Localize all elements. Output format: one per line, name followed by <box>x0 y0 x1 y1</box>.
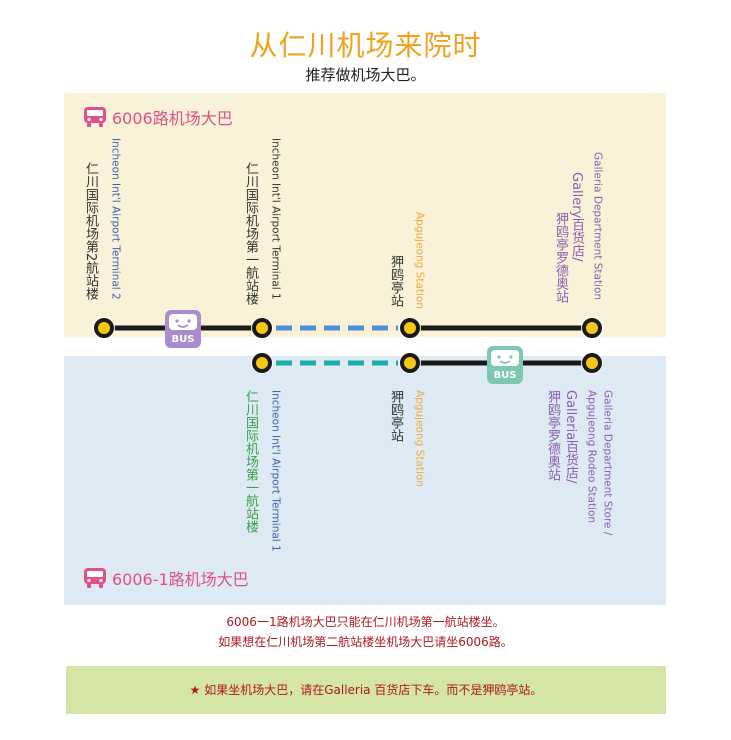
station-dot <box>581 352 603 374</box>
route-6006-1-header: 6006-1路机场大巴 <box>82 566 249 590</box>
stop-label-en: Incheon Int'l Airport Terminal 1 <box>269 138 282 300</box>
stop-label-cn: 狎鸥亭罗德奥站 <box>553 212 568 303</box>
stop-label-cn: 仁川国际机场第一航站楼 <box>243 390 258 533</box>
route-6006-1-label: 6006-1路机场大巴 <box>112 570 249 589</box>
station-dot <box>581 317 603 339</box>
stop-label-en: Incheon Int'l Airport Terminal 2 <box>109 138 122 300</box>
stop-label-cn: 狎鸥亭站 <box>388 255 403 307</box>
stop-label-cn: Gallery百货店/ <box>569 172 584 262</box>
stop-label-en: Galleria Department Store / <box>601 390 614 536</box>
station-dot <box>251 352 273 374</box>
bus-icon: BUS <box>165 310 201 348</box>
stop-label-en: Apgujeong Station <box>413 212 426 309</box>
bus-icon <box>84 568 106 588</box>
stop-label-cn: 仁川国际机场第2航站楼 <box>83 162 98 301</box>
notes: 6006一1路机场大巴只能在仁川机场第一航站楼坐。 如果想在仁川机场第二航站楼坐… <box>0 612 731 652</box>
note-line: 如果想在仁川机场第二航站楼坐机场大巴请坐6006路。 <box>218 635 513 649</box>
station-dot <box>251 317 273 339</box>
tip-banner: ★ 如果坐机场大巴，请在Galleria 百货店下车。而不是狎鸥亭站。 <box>66 666 666 714</box>
route-6006-1-panel <box>64 356 666 605</box>
stop-label-cn: 狎鸥亭罗德奥站 <box>545 390 560 481</box>
bus-icon <box>84 107 106 127</box>
stop-label-cn: 仁川国际机场第一航站楼 <box>243 162 258 305</box>
stop-label-en: Apgujeong Station <box>413 390 426 487</box>
route-6006-header: 6006路机场大巴 <box>82 105 233 129</box>
bus-icon: BUS <box>487 346 523 384</box>
station-dot <box>399 352 421 374</box>
stop-label-cn: Galleria百货店/ <box>563 390 578 484</box>
route-6006-panel <box>64 93 666 337</box>
page-subtitle: 推荐做机场大巴。 <box>305 66 426 84</box>
bus-badge: BUS <box>172 334 195 345</box>
route-6006-label: 6006路机场大巴 <box>112 109 233 128</box>
page-title: 从仁川机场来院时 <box>249 29 482 62</box>
stop-label-cn: 狎鸥亭站 <box>388 390 403 442</box>
bus-badge: BUS <box>494 370 517 381</box>
station-dot <box>93 317 115 339</box>
stop-label-en: Galleria Department Station <box>591 152 604 301</box>
stop-label-en: Incheon Int'l Airport Terminal 1 <box>269 390 282 552</box>
note-line: 6006一1路机场大巴只能在仁川机场第一航站楼坐。 <box>226 615 505 629</box>
station-dot <box>399 317 421 339</box>
stop-label-en: Apgujeong Rodeo Station <box>585 390 598 524</box>
